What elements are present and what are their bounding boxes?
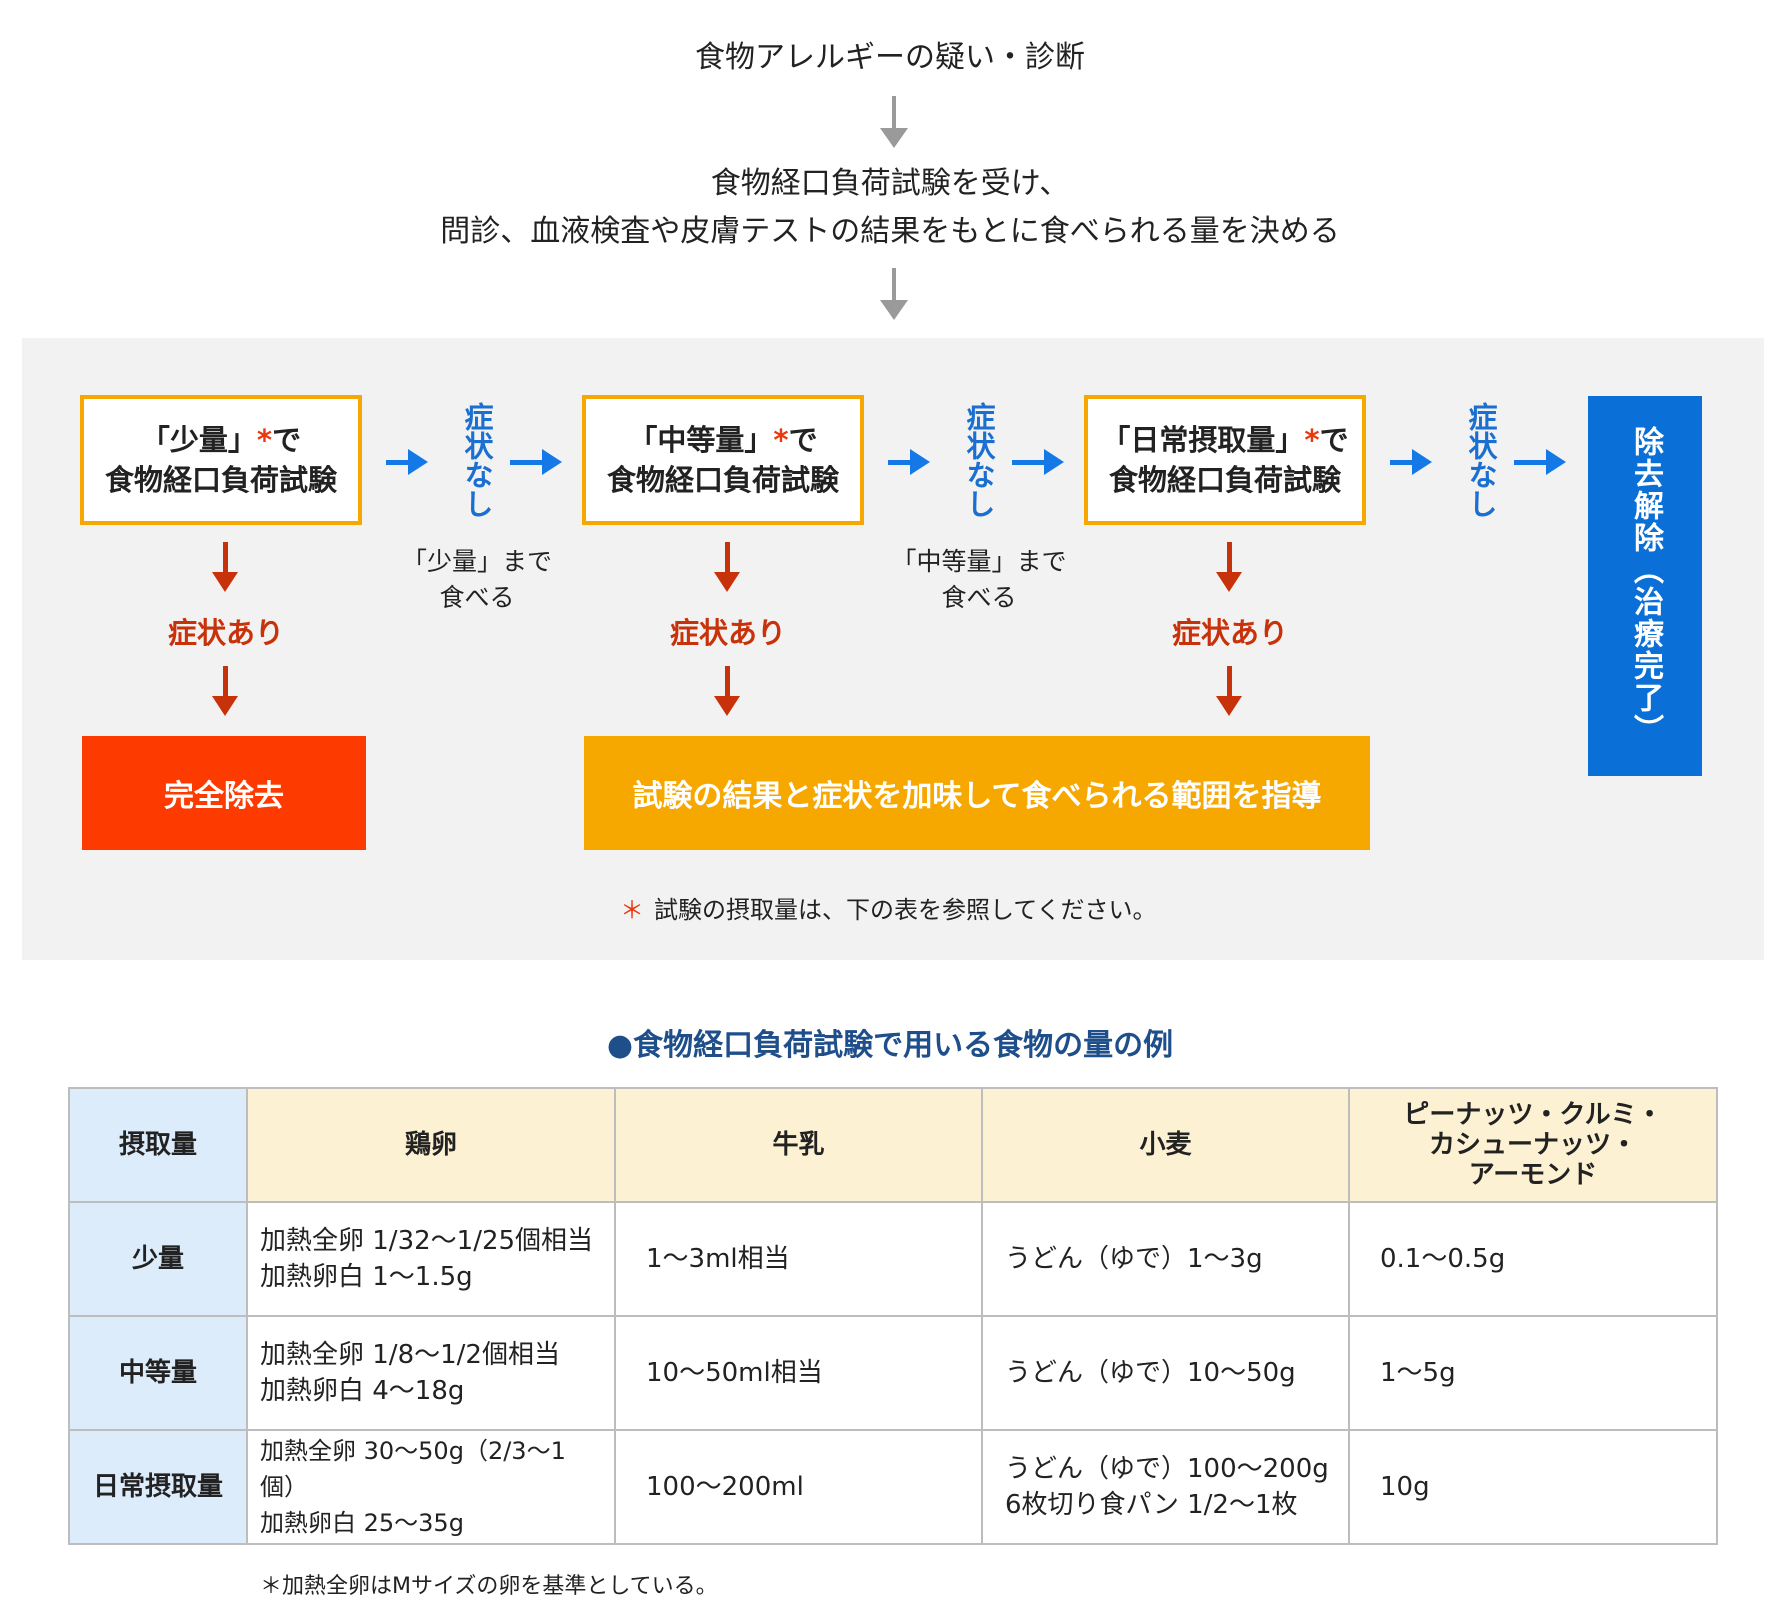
cell-egg: 加熱全卵 30〜50g（2/3〜1個） 加熱卵白 25〜35g <box>246 1429 616 1545</box>
table-header-row: 摂取量 鶏卵 牛乳 小麦 ピーナッツ・クルミ・ カシューナッツ・ アーモンド <box>68 1087 1718 1203</box>
arrow-down-1 <box>892 96 896 132</box>
cell-milk: 10〜50ml相当 <box>614 1315 983 1431</box>
note-text: 試験の摂取量は、下の表を参照してください。 <box>654 896 1157 924</box>
step-oral-test-line1: 食物経口負荷試験を受け、 <box>710 166 1070 201</box>
no-symptom-label-1: 症状なし <box>460 402 494 518</box>
arrow-down-red-1b-head <box>212 696 238 716</box>
result-guidance: 試験の結果と症状を加味して食べられる範囲を指導 <box>584 736 1370 850</box>
row-label-medium: 中等量 <box>68 1315 248 1431</box>
asterisk-mark: * <box>256 423 273 457</box>
stage-small-suffix: で <box>272 423 302 457</box>
arrow-down-red-2b-head <box>714 696 740 716</box>
cell-egg: 加熱全卵 1/32〜1/25個相当 加熱卵白 1〜1.5g <box>246 1201 616 1317</box>
arrow-right-3a-head <box>1412 449 1432 475</box>
symptom-label-2: 症状あり <box>669 616 786 650</box>
header-wheat: 小麦 <box>981 1087 1350 1203</box>
arrow-down-red-2b <box>725 666 730 698</box>
eat-medium-line1: 「中等量」まで <box>891 547 1067 576</box>
table-row: 少量 加熱全卵 1/32〜1/25個相当 加熱卵白 1〜1.5g 1〜3ml相当… <box>68 1201 1718 1317</box>
footnote: ＊加熱全卵はMサイズの卵を基準としている。 <box>260 1574 718 1599</box>
arrow-down-red-2a-head <box>714 572 740 592</box>
eat-up-to-medium: 「中等量」まで 食べる <box>879 544 1079 616</box>
arrow-right-1b <box>510 460 544 465</box>
symptom-label-3: 症状あり <box>1171 616 1288 650</box>
arrow-right-2b-head <box>1044 449 1064 475</box>
header-nuts: ピーナッツ・クルミ・ カシューナッツ・ アーモンド <box>1348 1087 1718 1203</box>
cell-nuts: 0.1〜0.5g <box>1348 1201 1718 1317</box>
result-complete-removal: 完全除去 <box>82 736 366 850</box>
arrow-right-3b <box>1514 460 1548 465</box>
cell-wheat: うどん（ゆで）10〜50g <box>981 1315 1350 1431</box>
stage-daily: 「日常摂取量」*で 食物経口負荷試験 <box>1084 395 1366 525</box>
step-oral-test-line2: 問診、血液検査や皮膚テストの結果をもとに食べられる量を決める <box>440 214 1340 249</box>
stage-medium-test: 食物経口負荷試験 <box>606 463 839 497</box>
arrow-down-red-2a <box>725 542 730 574</box>
cell-milk: 1〜3ml相当 <box>614 1201 983 1317</box>
arrow-right-1a <box>386 460 410 465</box>
header-milk: 牛乳 <box>614 1087 983 1203</box>
cell-nuts: 1〜5g <box>1348 1315 1718 1431</box>
stage-daily-label: 「日常摂取量」 <box>1101 423 1305 457</box>
stage-medium-label: 「中等量」 <box>628 423 774 457</box>
stage-daily-suffix: で <box>1319 423 1349 457</box>
cell-milk: 100〜200ml <box>614 1429 983 1545</box>
eat-medium-line2: 食べる <box>941 583 1017 612</box>
arrow-down-red-3b-head <box>1216 696 1242 716</box>
eat-small-line1: 「少量」まで <box>401 547 552 576</box>
asterisk-mark: * <box>1304 423 1320 457</box>
header-intake: 摂取量 <box>68 1087 248 1203</box>
arrow-right-3b-head <box>1546 449 1566 475</box>
arrow-down-red-1a-head <box>212 572 238 592</box>
arrow-down-red-1a <box>223 542 228 574</box>
arrow-right-2a <box>888 460 912 465</box>
eat-small-line2: 食べる <box>439 583 515 612</box>
stage-small-test: 食物経口負荷試験 <box>104 463 337 497</box>
arrow-right-3a <box>1390 460 1414 465</box>
arrow-down-red-1b <box>223 666 228 698</box>
arrow-right-1a-head <box>408 449 428 475</box>
cell-nuts: 10g <box>1348 1429 1718 1545</box>
note-asterisk: ＊ <box>620 896 644 924</box>
arrow-down-red-3a-head <box>1216 572 1242 592</box>
arrow-down-2-head <box>880 300 908 320</box>
symptom-label-1: 症状あり <box>167 616 284 650</box>
row-label-small: 少量 <box>68 1201 248 1317</box>
arrow-right-2b <box>1012 460 1046 465</box>
table-row: 中等量 加熱全卵 1/8〜1/2個相当 加熱卵白 4〜18g 10〜50ml相当… <box>68 1315 1718 1431</box>
table-title: ●食物経口負荷試験で用いる食物の量の例 <box>606 1028 1174 1063</box>
stage-medium-suffix: で <box>788 423 818 457</box>
stage-small-label: 「少量」 <box>140 423 257 457</box>
cell-wheat: うどん（ゆで）1〜3g <box>981 1201 1350 1317</box>
arrow-right-2a-head <box>910 449 930 475</box>
test-amount-note: ＊ 試験の摂取量は、下の表を参照してください。 <box>620 890 1157 925</box>
stage-daily-test: 食物経口負荷試験 <box>1108 463 1341 497</box>
no-symptom-label-3: 症状なし <box>1464 402 1498 518</box>
result-removal-lifted: 除去解除（治療完了） <box>1588 396 1702 776</box>
stage-medium: 「中等量」*で 食物経口負荷試験 <box>582 395 864 525</box>
cell-wheat: うどん（ゆで）100〜200g 6枚切り食パン 1/2〜1枚 <box>981 1429 1350 1545</box>
no-symptom-label-2: 症状なし <box>962 402 996 518</box>
arrow-down-2 <box>892 268 896 304</box>
arrow-right-1b-head <box>542 449 562 475</box>
eat-up-to-small: 「少量」まで 食べる <box>377 544 577 616</box>
table-row: 日常摂取量 加熱全卵 30〜50g（2/3〜1個） 加熱卵白 25〜35g 10… <box>68 1429 1718 1545</box>
arrow-down-1-head <box>880 128 908 148</box>
amounts-table: 摂取量 鶏卵 牛乳 小麦 ピーナッツ・クルミ・ カシューナッツ・ アーモンド 少… <box>68 1087 1718 1545</box>
header-egg: 鶏卵 <box>246 1087 616 1203</box>
row-label-daily: 日常摂取量 <box>68 1429 248 1545</box>
stage-small: 「少量」*で 食物経口負荷試験 <box>80 395 362 525</box>
arrow-down-red-3b <box>1227 666 1232 698</box>
asterisk-mark: * <box>773 423 789 457</box>
cell-egg: 加熱全卵 1/8〜1/2個相当 加熱卵白 4〜18g <box>246 1315 616 1431</box>
arrow-down-red-3a <box>1227 542 1232 574</box>
step-diagnosis: 食物アレルギーの疑い・診断 <box>695 40 1085 75</box>
